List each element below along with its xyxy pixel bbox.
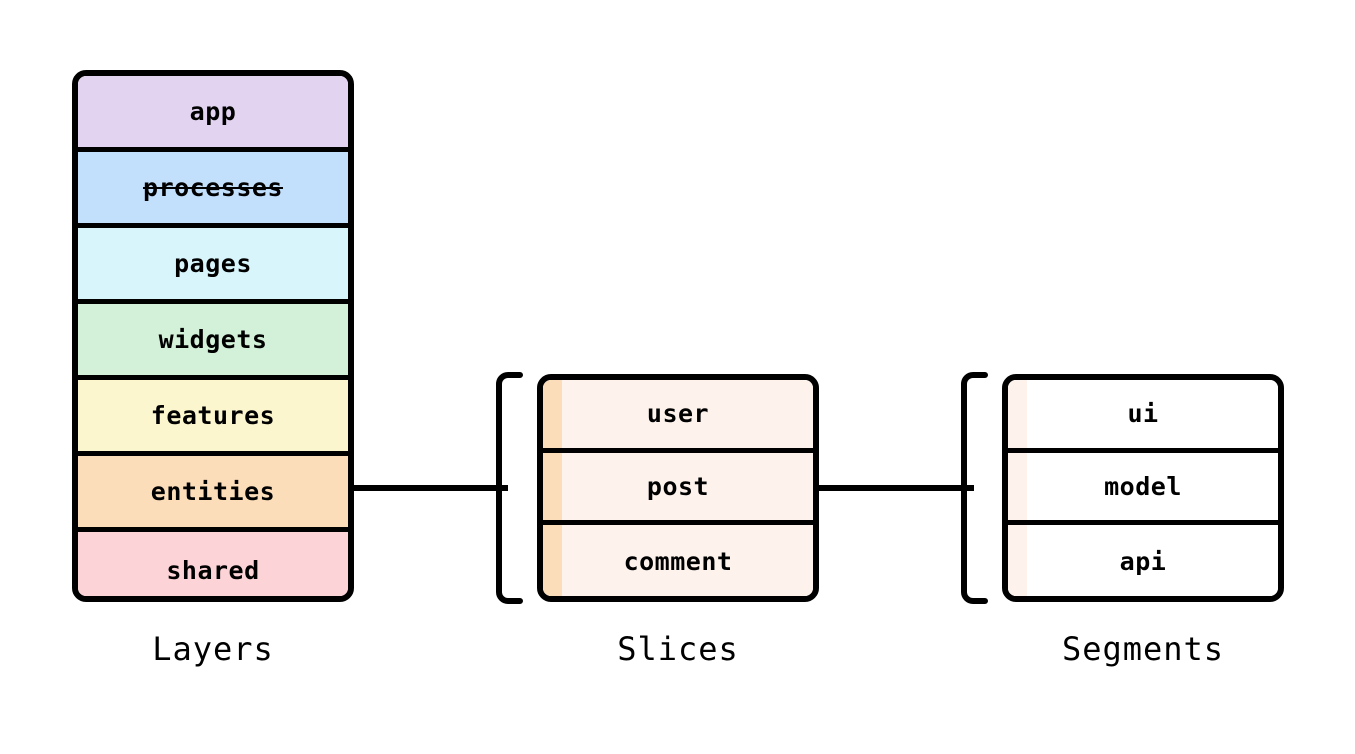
layer-row-processes[interactable]: processes: [78, 152, 348, 228]
layers-box: app processes pages widgets features ent…: [72, 70, 354, 602]
bracket-segments-icon: [961, 372, 988, 604]
layer-row-pages[interactable]: pages: [78, 228, 348, 304]
slice-label-post: post: [646, 471, 710, 501]
layer-label-entities: entities: [150, 477, 276, 506]
caption-layers: Layers: [152, 630, 274, 668]
row-stripe: [1008, 380, 1027, 448]
layer-row-features[interactable]: features: [78, 380, 348, 456]
segment-label-ui: ui: [1127, 399, 1159, 429]
segment-row-model[interactable]: model: [1008, 452, 1278, 526]
bracket-slices-icon: [496, 372, 523, 604]
layer-label-processes: processes: [143, 173, 283, 202]
caption-slices: Slices: [617, 630, 739, 668]
segments-box: ui model api: [1002, 374, 1284, 602]
row-stripe: [543, 380, 562, 448]
layer-label-widgets: widgets: [158, 325, 268, 354]
connector-entities-to-slices: [350, 485, 508, 491]
layer-row-shared[interactable]: shared: [78, 532, 348, 596]
segment-row-api[interactable]: api: [1008, 525, 1278, 596]
row-stripe: [543, 452, 562, 521]
slices-box: user post comment: [537, 374, 819, 602]
layer-label-app: app: [189, 97, 237, 126]
row-stripe: [543, 525, 562, 596]
segment-label-model: model: [1104, 471, 1182, 501]
slice-label-user: user: [646, 399, 710, 429]
row-stripe: [1008, 525, 1027, 596]
layer-label-pages: pages: [174, 249, 252, 278]
slice-label-comment: comment: [623, 546, 733, 576]
segment-label-api: api: [1119, 546, 1167, 576]
layer-row-app[interactable]: app: [78, 76, 348, 152]
layer-row-entities[interactable]: entities: [78, 456, 348, 532]
layer-row-widgets[interactable]: widgets: [78, 304, 348, 380]
layer-label-features: features: [150, 401, 276, 430]
segment-row-ui[interactable]: ui: [1008, 380, 1278, 453]
row-stripe: [1008, 452, 1027, 521]
slice-row-user[interactable]: user: [543, 380, 813, 453]
layer-label-shared: shared: [166, 555, 260, 585]
connector-slices-to-segments: [815, 485, 974, 491]
caption-segments: Segments: [1061, 630, 1225, 668]
slice-row-comment[interactable]: comment: [543, 525, 813, 596]
slice-row-post[interactable]: post: [543, 452, 813, 526]
